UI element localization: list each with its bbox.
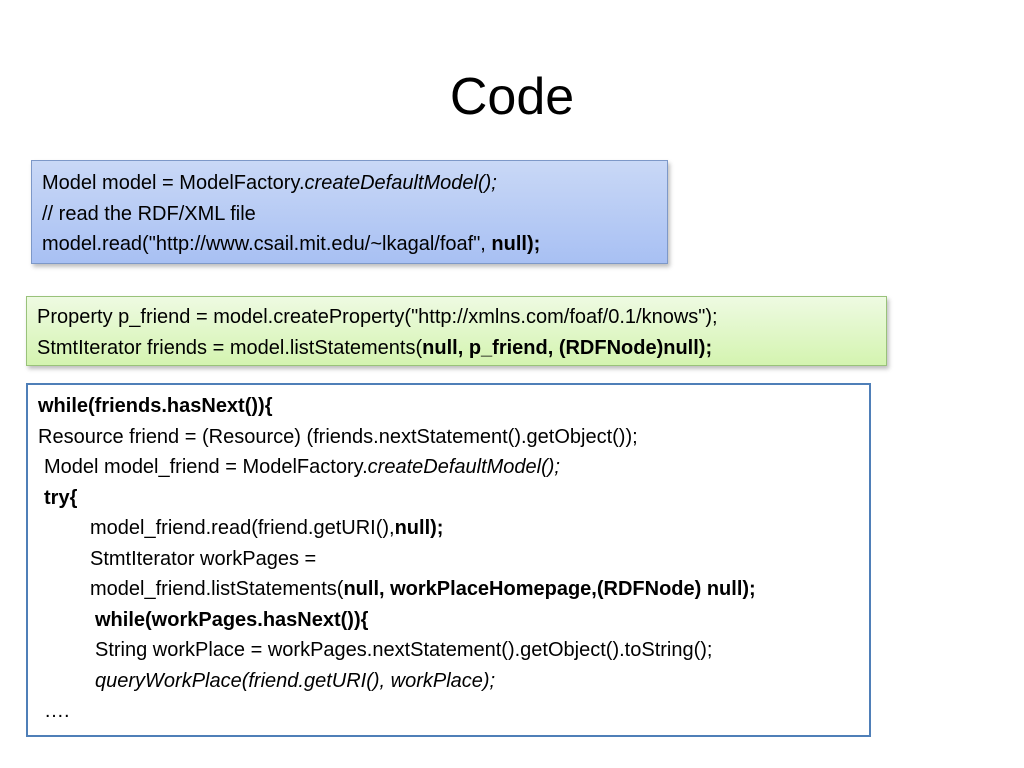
code-line: Resource friend = (Resource) (friends.ne…	[38, 425, 638, 448]
code-line-bold: while(friends.hasNext()){	[38, 395, 273, 417]
code-line: StmtIterator workPages =	[90, 547, 317, 570]
code-line: String workPlace = workPages.nextStateme…	[95, 639, 713, 661]
code-text-italic: createDefaultModel();	[367, 456, 560, 478]
code-line: Model model_friend = ModelFactory.create…	[38, 452, 859, 483]
code-line-ellipsis: ….	[44, 700, 70, 722]
code-line-bold: try{	[44, 486, 78, 509]
code-text: model_friend.read(friend.getURI(),	[90, 517, 395, 539]
code-line: Model model = ModelFactory.createDefault…	[42, 168, 657, 199]
code-box-property: Property p_friend = model.createProperty…	[26, 296, 887, 366]
code-line: model_friend.read(friend.getURI(),null);	[38, 513, 859, 544]
code-line: model_friend.listStatements(null, workPl…	[38, 574, 859, 605]
code-box-loop: while(friends.hasNext()){ Resource frien…	[26, 383, 871, 737]
code-box-model-setup: Model model = ModelFactory.createDefault…	[31, 160, 668, 264]
slide-title: Code	[449, 68, 575, 126]
code-line: Property p_friend = model.createProperty…	[37, 306, 718, 328]
code-text-italic: createDefaultModel();	[304, 172, 497, 194]
code-line: model.read("http://www.csail.mit.edu/~lk…	[42, 229, 657, 260]
code-comment-line: // read the RDF/XML file	[42, 202, 256, 225]
code-text: model.read("http://www.csail.mit.edu/~lk…	[42, 233, 492, 255]
code-text-bold: null);	[491, 233, 541, 255]
code-line-italic: queryWorkPlace(friend.getURI(), workPlac…	[95, 669, 496, 692]
code-text: model_friend.listStatements(	[90, 578, 344, 600]
code-text: Model model_friend = ModelFactory.	[44, 456, 368, 478]
code-text: Model model = ModelFactory.	[42, 172, 305, 194]
code-text-bold: null, p_friend, (RDFNode)null);	[422, 336, 713, 359]
code-line: StmtIterator friends = model.listStateme…	[37, 333, 876, 364]
code-text: StmtIterator friends = model.listStateme…	[37, 336, 423, 359]
code-line-bold: while(workPages.hasNext()){	[95, 608, 369, 631]
code-text-bold: null, workPlaceHomepage,(RDFNode) null);	[343, 578, 756, 600]
code-text-bold: null);	[394, 517, 444, 539]
